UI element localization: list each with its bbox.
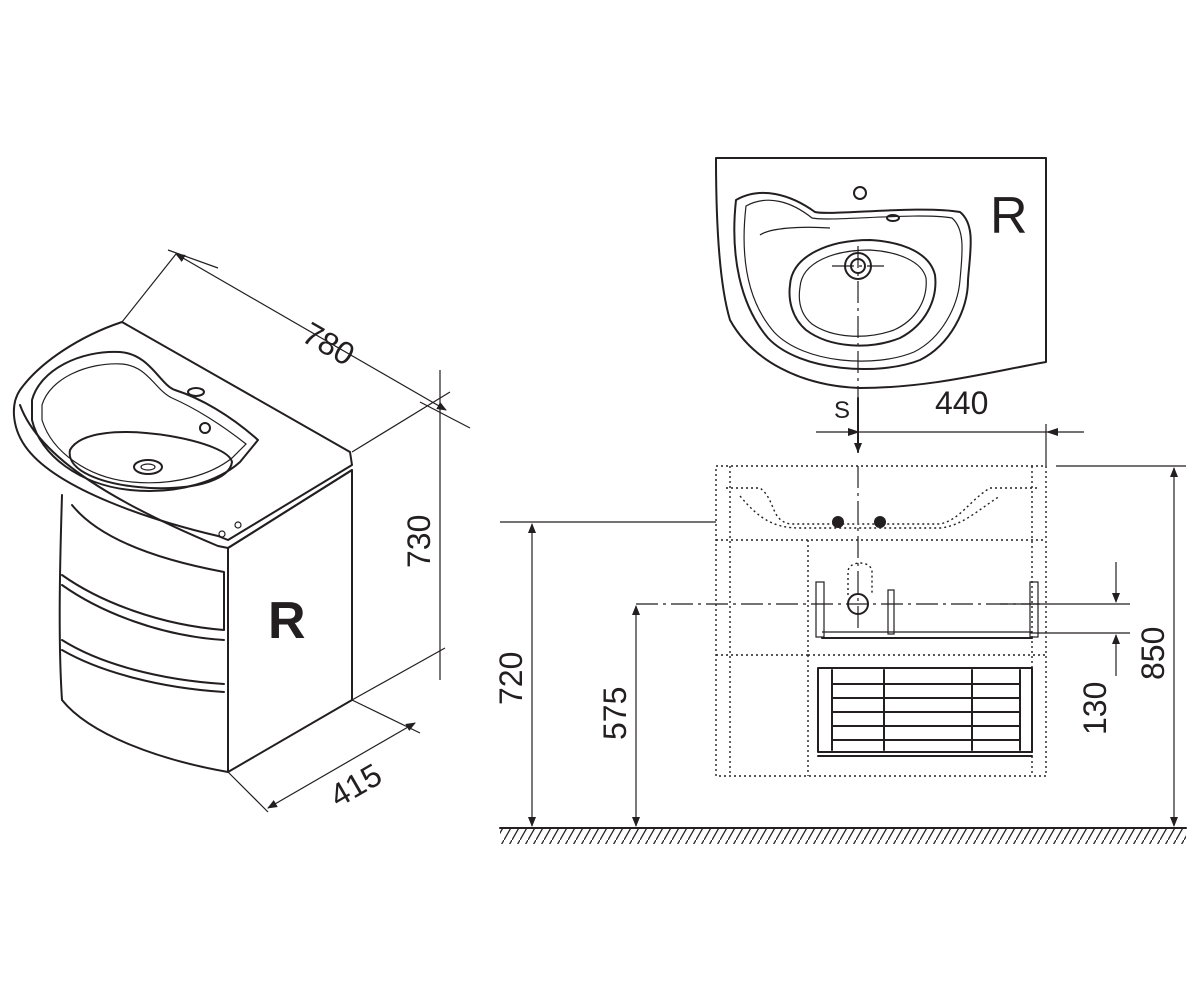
iso-basin-bowl <box>68 431 233 490</box>
top-view: R <box>715 157 1047 400</box>
iso-tap-hole <box>187 387 205 397</box>
dim-siphon-height: 575 <box>597 687 633 740</box>
front-view <box>636 465 1047 777</box>
front-drawer-basket <box>817 667 1033 753</box>
iso-dim-height: 730 <box>401 515 437 568</box>
iso-drawer-top <box>61 504 225 631</box>
iso-overflow-hole <box>199 422 211 434</box>
front-dimensions: 720 575 850 130 <box>493 465 1186 827</box>
iso-drain <box>133 459 163 475</box>
drain-dimension: S 440 <box>816 385 1084 466</box>
dim-basin-height: 720 <box>493 652 529 705</box>
top-view-tap-hole <box>853 186 867 200</box>
top-view-side-label: R <box>990 187 1028 245</box>
dim-drain-offset: 440 <box>935 385 988 421</box>
floor <box>499 827 1187 844</box>
dim-drawer-offset: 130 <box>1077 682 1113 735</box>
iso-countertop <box>12 321 353 541</box>
front-fixing-left <box>832 516 844 528</box>
front-cabinet-outline <box>715 465 1047 777</box>
dim-total-height: 850 <box>1135 627 1171 680</box>
iso-basin-rim <box>31 350 259 492</box>
top-view-outline <box>715 157 1047 389</box>
drain-label: S <box>834 397 850 424</box>
iso-drawer-bottom <box>61 639 225 685</box>
front-fixing-right <box>874 516 886 528</box>
iso-side-label: R <box>268 592 306 650</box>
top-view-basin-rim <box>733 191 972 371</box>
isometric-view: R 780 730 415 <box>12 249 471 814</box>
iso-dim-width: 780 <box>297 315 361 373</box>
top-view-overflow <box>886 214 900 222</box>
iso-cabinet-front <box>58 494 229 773</box>
iso-dim-depth: 415 <box>324 756 388 814</box>
top-view-bowl <box>788 239 937 347</box>
